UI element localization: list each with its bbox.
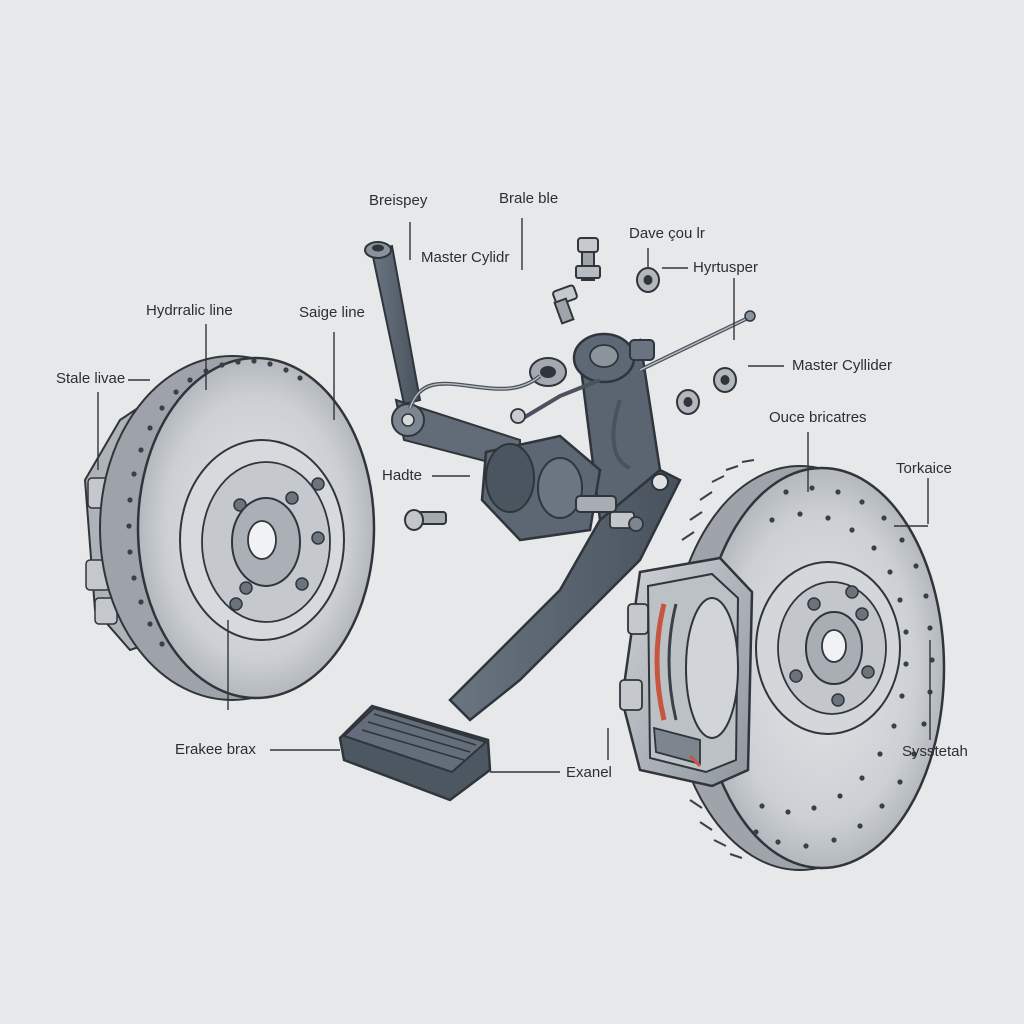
right-rotor-lug-holes <box>789 585 875 707</box>
brake-line-fitting <box>552 237 601 325</box>
right-rotor-drilled-holes <box>753 485 935 849</box>
label-brale-ble: Brale ble <box>499 190 559 207</box>
label-erakee-brax: Erakee brax <box>175 741 256 758</box>
label-hydralic-line: Hydrralic line <box>146 302 233 319</box>
left-rotor-lug-holes <box>229 477 325 611</box>
label-torkaice: Torkaice <box>896 460 952 477</box>
label-oue-bricates: Ouce bricatres <box>769 409 867 426</box>
small-nut-1 <box>636 267 660 293</box>
label-stale-livae: Stale livae <box>56 370 126 387</box>
right-caliper <box>619 556 754 788</box>
label-master-cylidr: Master Cylidr <box>421 249 510 266</box>
label-hyrtusper: Hyrtusper <box>693 259 759 276</box>
label-exanel: Exanel <box>566 764 612 781</box>
label-breispey: Breispey <box>369 192 428 209</box>
left-brake-rotor <box>83 355 376 701</box>
loose-bolt <box>404 509 447 531</box>
brake-pedal-pad <box>338 704 492 802</box>
small-nut-3 <box>676 389 700 415</box>
label-saige-line: Saige line <box>299 304 365 321</box>
label-hadte: Hadte <box>382 467 423 484</box>
master-cylinder-body <box>480 434 644 542</box>
leader-lines <box>97 218 931 773</box>
small-nut-2 <box>713 367 737 393</box>
right-brake-rotor <box>619 459 946 871</box>
label-sysstetah: Sysstetah <box>902 743 968 760</box>
pedal-assembly <box>338 241 756 802</box>
label-master-cyllider: Master Cyllider <box>792 357 893 374</box>
upper-reservoir <box>529 332 655 387</box>
label-dave-sou-lr: Dave çou lr <box>629 225 705 242</box>
left-rotor-vent-holes <box>126 358 303 647</box>
right-rotor-vent-slots <box>681 459 755 859</box>
